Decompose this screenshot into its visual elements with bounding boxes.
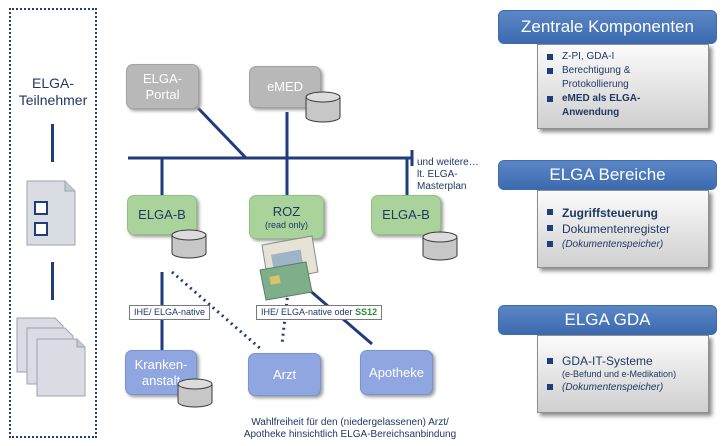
panel-zentrale-title: Zentrale Komponenten	[521, 17, 694, 36]
further-note-line3: Masterplan	[417, 181, 467, 192]
panel-zentrale-header: Zentrale Komponenten	[498, 10, 717, 44]
panel-zentrale-item: Z-PI, GDA-I	[544, 50, 702, 64]
panel-bereiche-item: Dokumentenregister	[544, 221, 702, 237]
elga-b-right-node: ELGA-B	[371, 195, 441, 235]
participant-label: ELGA- Teilnehmer	[0, 75, 106, 109]
footer-note-line2: Apotheke hinsichtlich ELGA-Bereichsanbin…	[243, 429, 457, 440]
krankenanstalt-database-icon	[177, 378, 213, 408]
further-note-line1: und weitere…	[417, 157, 479, 168]
krankenanstalt-line1: Kranken-	[134, 356, 188, 372]
elga-portal-node: ELGA- Portal	[126, 64, 199, 109]
panel-gda-list: GDA-IT-Systeme	[544, 354, 702, 369]
panel-zentrale-list: Z-PI, GDA-I Berechtigung & Protokollieru…	[544, 50, 702, 120]
krankenanstalt-line2: anstalt	[141, 372, 181, 388]
ecard-form-icon	[26, 180, 76, 246]
panel-bereiche-list: Zugriffsteuerung Dokumentenregister (Dok…	[544, 205, 702, 253]
panel-bereiche-header: ELGA Bereiche	[498, 160, 717, 190]
footer-note: Wahlfreiheit für den (niedergelassenen) …	[225, 417, 475, 441]
elga-b-left-label: ELGA-B	[138, 207, 186, 222]
footer-note-line1: Wahlfreiheit für den (niedergelassenen) …	[251, 417, 449, 428]
panel-zentrale-item-cont: Protokollierung	[562, 79, 629, 90]
panel-gda-subnote: (e-Befund und e-Medikation)	[562, 369, 677, 379]
elga-b-right-label: ELGA-B	[382, 207, 430, 222]
participant-panel	[9, 8, 97, 438]
panel-bereiche-item: (Dokumentenspeicher)	[544, 237, 702, 253]
elga-b-left-node: ELGA-B	[127, 195, 197, 235]
elga-b-left-database-icon	[171, 229, 207, 259]
participant-label-line1: ELGA-	[31, 75, 74, 91]
emed-database-icon	[305, 91, 341, 123]
panel-zentrale-body: Z-PI, GDA-I Berechtigung & Protokollieru…	[537, 44, 709, 129]
arzt-node: Arzt	[248, 353, 321, 396]
panel-gda-header: ELGA GDA	[498, 305, 717, 335]
elga-b-right-database-icon	[422, 231, 458, 261]
interface-label-left: IHE/ ELGA-native	[129, 305, 211, 320]
interface-right-text: IHE/ ELGA-native oder	[261, 307, 353, 317]
interface-left-text: IHE/ ELGA-native	[134, 307, 206, 317]
panel-bereiche-body: Zugriffsteuerung Dokumentenregister (Dok…	[537, 190, 709, 268]
arzt-label: Arzt	[272, 366, 297, 382]
panel-gda-item: GDA-IT-Systeme	[544, 354, 702, 369]
participant-icons	[16, 180, 86, 397]
participant-connector-top	[51, 124, 54, 162]
further-note-line2: lt. ELGA-	[417, 169, 458, 180]
emed-label: eMED	[266, 79, 304, 94]
panel-gda-item: (Dokumentenspeicher)	[544, 380, 702, 395]
panel-gda-body: GDA-IT-Systeme (e-Befund und e-Medikatio…	[537, 335, 709, 413]
panel-bereiche-title: ELGA Bereiche	[549, 165, 666, 184]
further-nodes-note: und weitere… lt. ELGA- Masterplan	[417, 157, 497, 193]
participant-connector-bottom	[51, 262, 54, 300]
panel-gda-list-2: (Dokumentenspeicher)	[544, 380, 702, 395]
apotheke-node: Apotheke	[360, 350, 433, 395]
elga-portal-line2: Portal	[145, 86, 180, 102]
apotheke-label: Apotheke	[369, 364, 424, 380]
interface-label-right: IHE/ ELGA-native oder SS12	[256, 305, 383, 320]
participant-label-line2: Teilnehmer	[18, 92, 88, 108]
elga-portal-line1: ELGA-	[142, 70, 182, 86]
interface-right-accent: SS12	[355, 307, 378, 317]
panel-bereiche-item: Zugriffsteuerung	[544, 205, 702, 221]
panel-zentrale-item: Berechtigung &	[544, 64, 702, 78]
panel-zentrale-item: eMED als ELGA-	[544, 92, 702, 106]
roz-label: ROZ	[272, 204, 301, 219]
panel-zentrale-item-cont: Anwendung	[562, 107, 620, 118]
document-stack-icon	[16, 317, 86, 397]
ecard-reader-icon	[259, 235, 319, 301]
roz-node: ROZ (read only)	[249, 195, 324, 239]
roz-sublabel: (read only)	[264, 220, 309, 230]
panel-gda-title: ELGA GDA	[564, 310, 651, 329]
